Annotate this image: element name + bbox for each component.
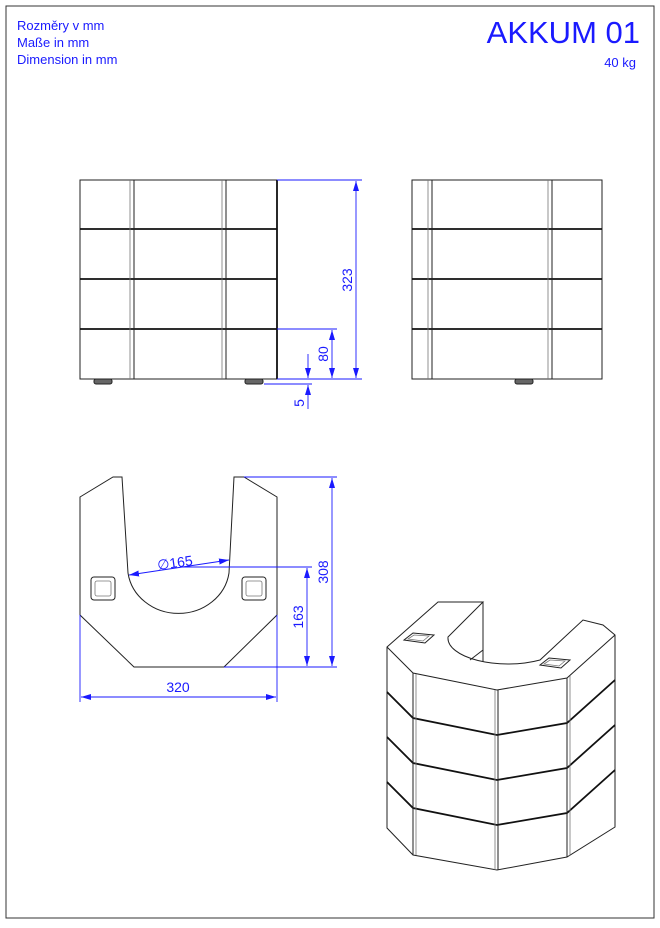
- svg-text:308: 308: [315, 560, 331, 584]
- square-recess: [90, 576, 116, 601]
- dimension-depth: 308: [224, 476, 337, 668]
- isometric-view: [386, 601, 616, 871]
- product-weight: 40 kg: [604, 55, 636, 70]
- units-label-de: Maße in mm: [17, 35, 89, 50]
- top-view: [79, 476, 278, 668]
- svg-text:∅165: ∅165: [156, 552, 194, 573]
- foot: [93, 378, 113, 385]
- svg-text:323: 323: [339, 268, 355, 292]
- dimension-height: 323: [277, 179, 362, 380]
- foot: [244, 378, 264, 385]
- square-recess: [241, 576, 267, 601]
- dimension-foot-height: 5: [264, 354, 312, 409]
- svg-text:163: 163: [290, 605, 306, 629]
- front-view: [79, 179, 278, 385]
- units-note: Rozměry v mm Maße in mm Dimension in mm: [17, 18, 117, 67]
- svg-text:320: 320: [166, 679, 190, 695]
- dimension-width: 320: [79, 615, 278, 702]
- foot: [514, 378, 534, 385]
- svg-text:5: 5: [291, 399, 307, 407]
- drawing-frame: [5, 5, 655, 919]
- square-recess: [402, 632, 436, 644]
- square-recess: [538, 657, 572, 669]
- units-label-cz: Rozměry v mm: [17, 18, 104, 33]
- dimension-cutout-diameter: ∅165: [128, 552, 230, 577]
- dimension-center-to-front: 163: [180, 566, 312, 666]
- side-view: [411, 179, 603, 385]
- units-label-en: Dimension in mm: [17, 52, 117, 67]
- product-title: AKKUM 01: [487, 15, 640, 50]
- svg-text:80: 80: [315, 346, 331, 362]
- dimension-layer-height: 80: [277, 328, 337, 378]
